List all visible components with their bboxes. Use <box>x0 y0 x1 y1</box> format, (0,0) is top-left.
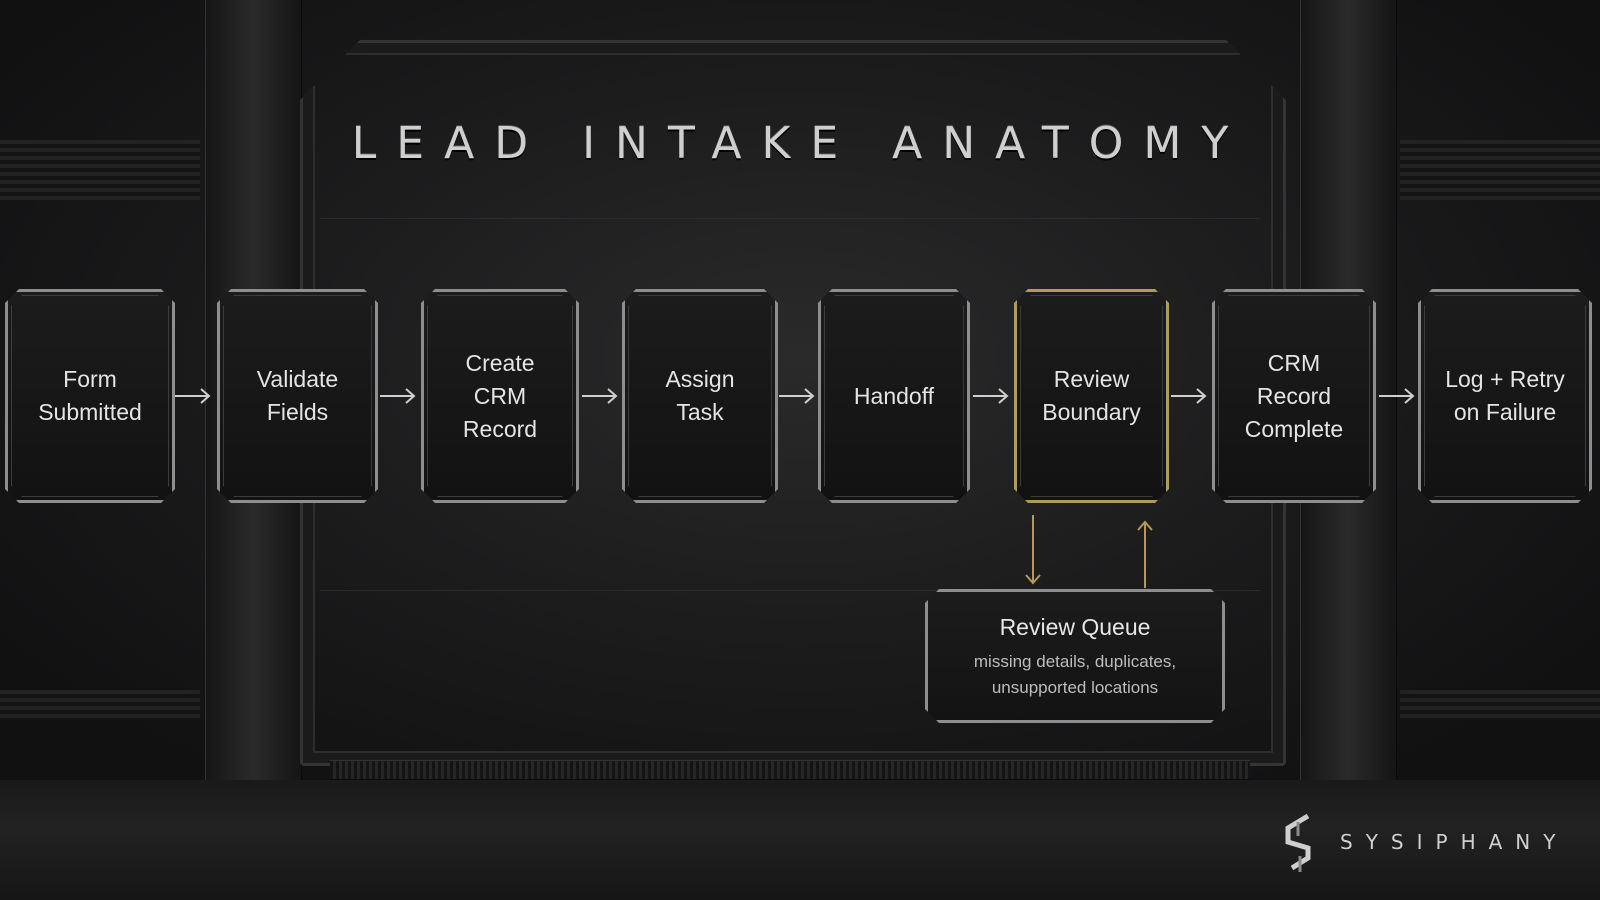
arrow-up-icon <box>1137 520 1153 588</box>
arrow-right-icon <box>380 388 416 404</box>
node-form-submitted: Form Submitted <box>5 289 175 503</box>
arrow-down-icon <box>1025 515 1041 585</box>
arrow-right-icon <box>582 388 618 404</box>
node-validate-fields: Validate Fields <box>217 289 378 503</box>
review-queue-title: Review Queue <box>999 614 1151 640</box>
brand-name: SYSIPHANY <box>1340 830 1569 854</box>
arrow-right-icon <box>1171 388 1207 404</box>
diagram-title: LEAD INTAKE ANATOMY <box>351 118 1249 169</box>
arrow-right-icon <box>779 388 815 404</box>
left-vent <box>0 140 200 200</box>
node-label: CRM Record Complete <box>1244 349 1344 442</box>
arrow-right-icon <box>1379 388 1415 404</box>
right-vent <box>1400 140 1600 200</box>
review-queue-description: missing details, duplicates, unsupported… <box>973 652 1177 697</box>
node-label: Create CRM Record <box>462 349 538 442</box>
floor <box>0 780 1600 900</box>
right-floor-vent <box>1400 690 1600 720</box>
node-label: Validate Fields <box>256 366 339 425</box>
node-handoff: Handoff <box>818 289 970 503</box>
node-create-crm-record: Create CRM Record <box>421 289 579 503</box>
sysiphany-logo-icon <box>1285 813 1311 872</box>
node-log-retry: Log + Retry on Failure <box>1418 289 1592 503</box>
node-label: Log + Retry on Failure <box>1445 366 1565 425</box>
floor-grate <box>330 760 1250 780</box>
arrow-right-icon <box>175 388 211 404</box>
node-label: Handoff <box>853 382 935 409</box>
left-floor-vent <box>0 690 200 720</box>
panel-seam <box>320 218 1260 219</box>
node-label: Review Boundary <box>1042 366 1141 425</box>
panel-seam <box>320 590 1260 591</box>
node-label: Assign Task <box>665 366 735 425</box>
node-crm-record-complete: CRM Record Complete <box>1212 289 1376 503</box>
node-assign-task: Assign Task <box>622 289 778 503</box>
node-label: Form Submitted <box>38 366 142 425</box>
node-review-boundary: Review Boundary <box>1014 289 1169 503</box>
review-queue-box: Review Queue missing details, duplicates… <box>925 589 1225 723</box>
arrow-right-icon <box>973 388 1009 404</box>
